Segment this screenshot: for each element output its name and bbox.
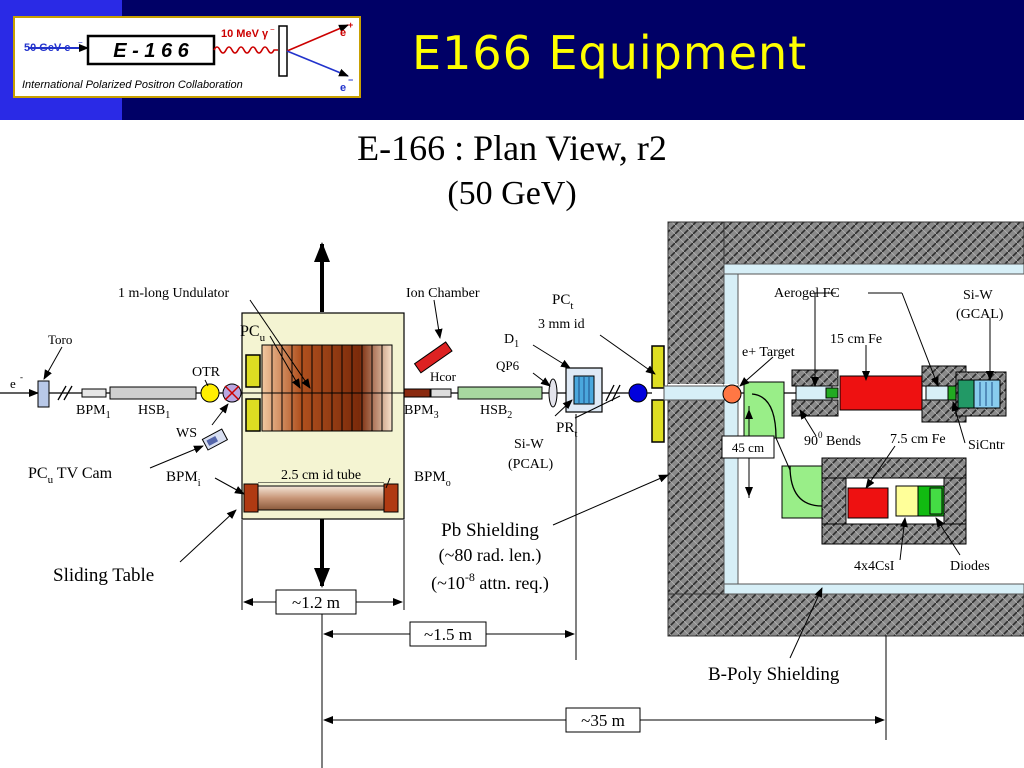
svg-text:−: − <box>348 75 353 85</box>
label-undulator: 1 m-long Undulator <box>118 286 230 301</box>
label-qp6: QP6 <box>496 358 520 373</box>
ion-chamber-icon <box>413 341 453 374</box>
label-fe15: 15 cm Fe <box>830 332 882 347</box>
e-target-icon <box>722 384 742 404</box>
dim-1-5m: ~1.5 m <box>424 625 472 644</box>
label-hcor: Hcor <box>430 369 457 384</box>
label-pcu-tv-cam: PCu TV Cam <box>28 465 113 486</box>
fe15-block <box>839 375 923 411</box>
csi-crystal <box>895 485 919 517</box>
shield-left <box>667 221 725 637</box>
svg-text:−: − <box>78 38 83 47</box>
label-siw-gcal-1: Si-W <box>963 288 993 303</box>
label-bpm3: BPM3 <box>404 403 439 421</box>
slide-title: E166 Equipment <box>412 26 808 80</box>
bpmo-block <box>383 483 399 513</box>
dim-35m: ~35 m <box>581 711 625 730</box>
label-45cm: 45 cm <box>732 440 764 455</box>
label-otr: OTR <box>192 365 221 380</box>
label-toro: Toro <box>48 332 72 347</box>
label-hsb1: HSB1 <box>138 403 170 421</box>
label-hsb2: HSB2 <box>480 403 512 421</box>
diagram-subtitle: (50 GeV) <box>447 175 576 212</box>
dim-45cm-box <box>721 435 775 459</box>
label-bpmo: BPMo <box>414 469 451 489</box>
logo-graphic: 50 GeV e − E - 1 6 6 10 MeV γ − e + e − … <box>22 20 353 94</box>
pcu-lower <box>245 398 261 432</box>
label-bends: 900 Bends <box>804 430 861 449</box>
svg-text:e: e <box>10 376 16 391</box>
logo-collaboration: International Polarized Positron Collabo… <box>22 79 243 91</box>
label-diodes: Diodes <box>950 559 990 574</box>
otr-icon <box>200 383 220 403</box>
label-pb-radlen: (~80 rad. len.) <box>439 545 542 566</box>
logo-target <box>278 25 288 77</box>
svg-text:10 MeV γ: 10 MeV γ <box>221 28 269 40</box>
logo-wave-icon <box>213 46 278 54</box>
label-pb-attn: (~10-8 attn. req.) <box>431 570 549 594</box>
slide-header: E166 Equipment <box>0 0 1024 120</box>
label-sicntr: SiCntr <box>968 438 1005 453</box>
label-pct-id: 3 mm id <box>538 317 585 332</box>
dim-1-2m: ~1.2 m <box>292 593 340 612</box>
pb-block-lower <box>651 399 665 443</box>
dim-35m-box <box>565 707 641 733</box>
label-siw-gcal-2: (GCAL) <box>956 307 1004 322</box>
shielding-house <box>667 221 1024 637</box>
label-bpoly: B-Poly Shielding <box>708 664 840 685</box>
pcu-tv-cam-icon <box>201 428 229 451</box>
label-siw-pcal-2: (PCAL) <box>508 457 553 472</box>
label-e-target: e+ Target <box>742 345 795 360</box>
bpoly-top <box>723 263 1024 275</box>
label-csi: 4x4CsI <box>854 559 895 574</box>
dim-1-5m-box <box>409 621 487 647</box>
logo-beam: 50 GeV e <box>24 42 70 54</box>
svg-text:e: e <box>340 82 346 94</box>
label-siw-pcal-1: Si-W <box>514 437 544 452</box>
label-prt: PRt <box>556 420 577 440</box>
label-pcu: PCu <box>240 323 266 344</box>
label-bpmi: BPMi <box>166 469 201 489</box>
label-sliding-table: Sliding Table <box>53 565 154 586</box>
toro <box>37 380 50 408</box>
label-fe75: 7.5 cm Fe <box>890 432 946 447</box>
hcor <box>430 388 452 398</box>
bpmi-block <box>243 483 259 513</box>
bpm3 <box>403 388 431 398</box>
hsb2 <box>457 386 543 400</box>
label-bpm1: BPM1 <box>76 403 111 421</box>
label-pb-shielding: Pb Shielding <box>441 520 539 541</box>
tube <box>257 485 385 511</box>
fe75-block <box>847 487 889 519</box>
label-pct: PCt <box>552 292 573 312</box>
label-d1: D1 <box>504 332 519 350</box>
label-ion-chamber: Ion Chamber <box>406 286 480 301</box>
hsb1 <box>109 386 197 400</box>
label-aerogel: Aerogel FC <box>774 286 840 301</box>
label-tube: 2.5 cm id tube <box>281 468 361 483</box>
shield-bottom <box>667 593 1024 637</box>
bpoly-bottom <box>723 583 1024 595</box>
bend-magnet-lower <box>781 465 823 519</box>
logo-experiment: E - 1 6 6 <box>113 40 189 62</box>
dim-1-2m-box <box>275 589 357 615</box>
bpoly-left <box>723 273 739 585</box>
pb-block-upper <box>651 345 665 389</box>
svg-text:+: + <box>348 20 353 30</box>
bpm1 <box>81 388 107 398</box>
logo-box <box>86 34 216 66</box>
bend-magnet-upper <box>743 381 785 439</box>
label-ws: WS <box>176 426 197 441</box>
svg-text:e: e <box>340 27 346 39</box>
sliding-table <box>241 242 405 588</box>
pcu-upper <box>245 354 261 388</box>
svg-text:-: - <box>20 372 23 382</box>
prt-icon <box>628 383 648 403</box>
diagram-title: E-166 : Plan View, r2 <box>357 128 667 168</box>
svg-text:−: − <box>270 25 275 34</box>
beamline: e - <box>0 367 800 451</box>
qp6 <box>548 378 558 408</box>
